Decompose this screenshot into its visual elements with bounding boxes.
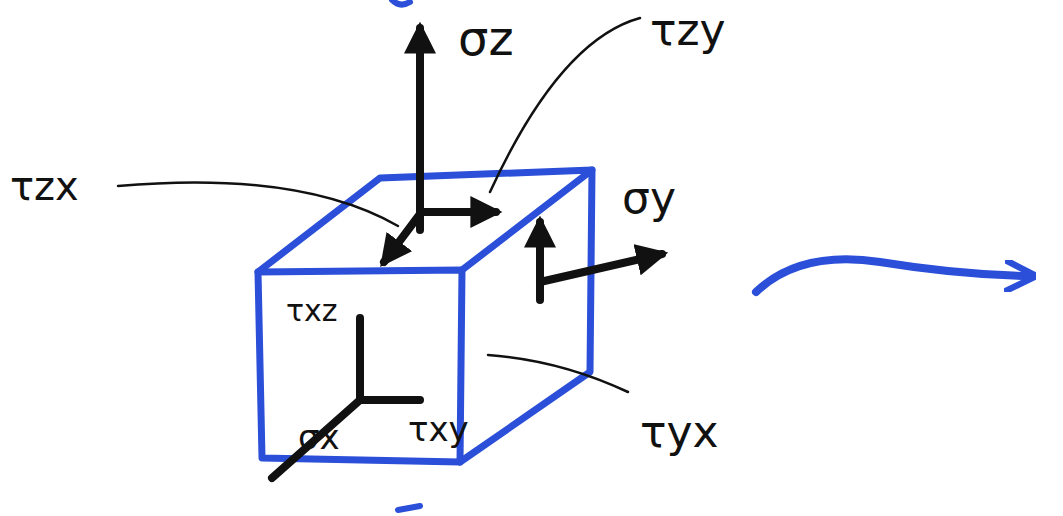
stress-label: τxz (286, 296, 338, 326)
cut-mark (392, 0, 410, 5)
transform-arrow (756, 259, 1030, 292)
cut-mark (398, 506, 420, 510)
stress-label: σz (458, 14, 514, 62)
leader-lines (118, 18, 640, 392)
stress-label: σx (298, 420, 340, 454)
stress-label: τxy (408, 412, 469, 446)
stress-label: τzx (10, 166, 79, 206)
stress-label: τzy (650, 8, 726, 52)
cube (258, 170, 592, 462)
stress-arrows (272, 28, 662, 478)
stress-label: τyx (640, 410, 719, 454)
stress-label: σy (622, 176, 676, 220)
